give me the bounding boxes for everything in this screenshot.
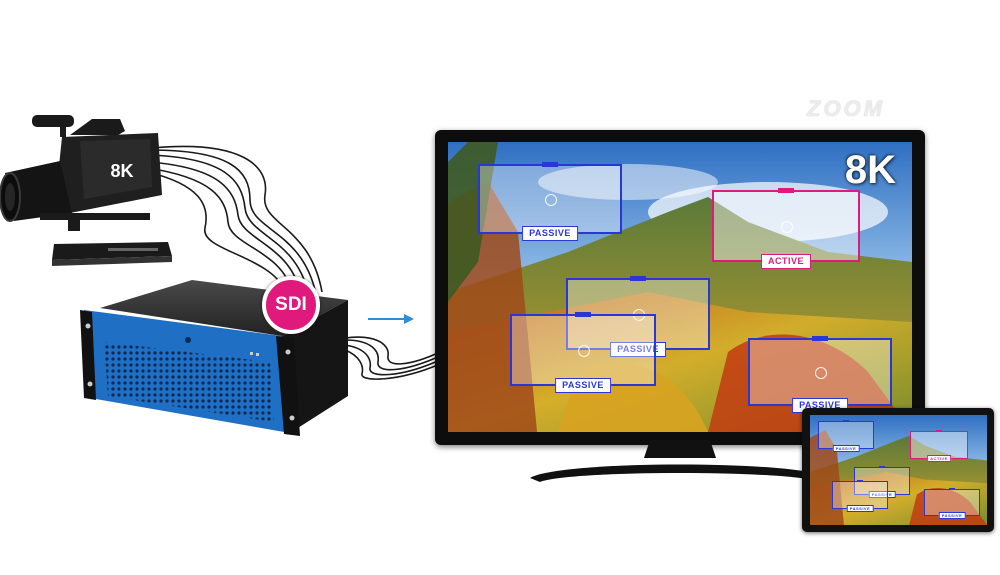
roi-box[interactable]: PASSIVE [748, 336, 892, 413]
roi-handle[interactable] [843, 420, 849, 422]
roi-handle[interactable] [778, 188, 794, 193]
roi-handle[interactable] [857, 480, 863, 482]
roi-handle[interactable] [879, 466, 885, 468]
tablet-screen: PASSIVE ACTIVE PASSIVE PASSIVE PASSIVE [810, 415, 987, 525]
crosshair-icon [781, 221, 793, 233]
roi-label: PASSIVE [868, 491, 896, 498]
monitor-stand [530, 440, 830, 482]
camera-icon: 8K [0, 115, 162, 231]
roi-label: PASSIVE [938, 512, 966, 519]
roi-label: ACTIVE [927, 455, 951, 462]
arrow-right-icon [368, 314, 414, 324]
tablet-roi-box[interactable]: PASSIVE [924, 488, 980, 519]
tablet-roi-box-active[interactable]: ACTIVE [910, 430, 968, 462]
roi-label: PASSIVE [832, 445, 860, 452]
crosshair-icon [578, 345, 590, 357]
roi-box-active[interactable]: ACTIVE [712, 188, 860, 269]
roi-label: PASSIVE [522, 226, 578, 241]
roi-handle[interactable] [812, 336, 828, 341]
roi-handle[interactable] [949, 488, 955, 490]
roi-box[interactable]: PASSIVE [478, 162, 622, 241]
roi-handle[interactable] [542, 162, 558, 167]
recorder-device-icon [52, 242, 172, 266]
camera-8k-text: 8K [110, 161, 133, 181]
tablet-roi-box[interactable]: PASSIVE [832, 480, 888, 512]
resolution-label: 8K [844, 148, 896, 192]
roi-handle[interactable] [575, 312, 591, 317]
sdi-badge: SDI [262, 276, 320, 334]
sdi-badge-label: SDI [275, 294, 307, 315]
roi-label: PASSIVE [610, 342, 666, 357]
roi-handle[interactable] [936, 430, 942, 432]
roi-label: PASSIVE [846, 505, 874, 512]
roi-label: ACTIVE [760, 254, 812, 269]
crosshair-icon [545, 194, 557, 206]
brand-logo: ZOOM [807, 96, 885, 121]
crosshair-icon [815, 367, 827, 379]
monitor-screen: 8K PASSIVE ACTIVE PASSIVE PASSIVE PASSIV… [448, 142, 912, 432]
roi-label: PASSIVE [555, 378, 611, 393]
roi-box[interactable]: PASSIVE [510, 312, 656, 393]
roi-handle[interactable] [630, 276, 646, 281]
tablet-roi-box[interactable]: PASSIVE [818, 420, 874, 452]
